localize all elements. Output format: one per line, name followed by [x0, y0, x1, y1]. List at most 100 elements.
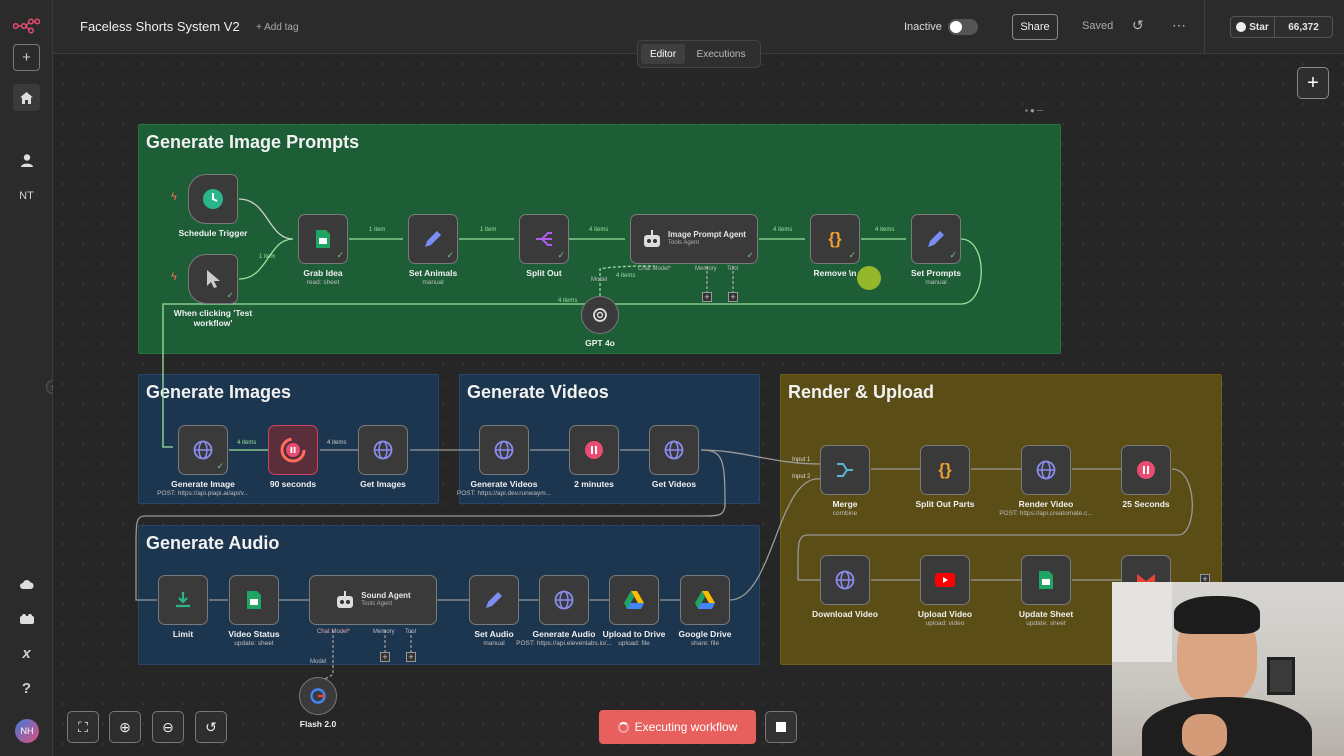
node-label: 2 minutes: [574, 479, 614, 489]
view-tabs: Editor Executions: [637, 40, 761, 68]
google-drive-icon: [624, 591, 644, 609]
executing-workflow-button[interactable]: Executing workflow: [599, 710, 756, 744]
group-title: Generate Audio: [146, 533, 280, 553]
split-icon: [536, 232, 552, 246]
project-nt[interactable]: NT: [19, 189, 34, 202]
stop-execution-button[interactable]: [765, 711, 797, 743]
node-25-seconds[interactable]: [1121, 445, 1171, 495]
node-download-video[interactable]: [820, 555, 870, 605]
node-split-out[interactable]: ✓: [519, 214, 569, 264]
github-star-button[interactable]: Star 66,372: [1230, 16, 1333, 38]
node-limit[interactable]: [158, 575, 208, 625]
zoom-in-icon[interactable]: ⊕: [109, 711, 141, 743]
node-subtitle: share: file: [690, 640, 720, 647]
node-google-drive[interactable]: [680, 575, 730, 625]
add-node-button[interactable]: +: [1297, 67, 1329, 99]
node-upload-video[interactable]: [920, 555, 970, 605]
node-get-images[interactable]: [358, 425, 408, 475]
edge-label: 1 item: [480, 227, 497, 233]
edge-label: 4 items: [327, 440, 347, 446]
n8n-logo-icon[interactable]: [13, 12, 40, 39]
node-subtitle: update: sheet: [1026, 620, 1066, 627]
reset-zoom-icon[interactable]: ↺: [195, 711, 227, 743]
port-label: Memory: [695, 266, 717, 272]
user-icon[interactable]: [13, 147, 40, 174]
wall-frame: [1267, 657, 1295, 695]
node-label: Remove \n: [813, 268, 857, 278]
node-label: Video Status: [228, 629, 280, 639]
templates-icon[interactable]: [13, 605, 40, 632]
node-set-audio[interactable]: [469, 575, 519, 625]
add-tool-button[interactable]: +: [728, 292, 738, 302]
variables-icon[interactable]: x: [22, 645, 31, 662]
avatar[interactable]: NH: [15, 719, 39, 743]
wait-icon: [280, 437, 306, 463]
globe-icon: [554, 590, 574, 610]
node-label: Get Images: [360, 479, 406, 489]
node-sound-agent[interactable]: Sound Agent Tools Agent: [309, 575, 437, 625]
node-manual-trigger[interactable]: ✓: [188, 254, 238, 304]
node-render-video[interactable]: [1021, 445, 1071, 495]
zoom-out-icon[interactable]: ⊖: [152, 711, 184, 743]
node-generate-videos[interactable]: [479, 425, 529, 475]
add-icon[interactable]: +: [13, 44, 40, 71]
edge-label: 1 item: [369, 227, 386, 233]
pencil-icon: [425, 231, 441, 247]
node-get-videos[interactable]: [649, 425, 699, 475]
add-tool-button[interactable]: +: [406, 652, 416, 662]
add-memory-button[interactable]: +: [702, 292, 712, 302]
node-generate-audio[interactable]: [539, 575, 589, 625]
globe-icon: [373, 440, 393, 460]
sticky-controls-icon[interactable]: ▪ ● ─: [1025, 106, 1043, 115]
tab-executions[interactable]: Executions: [696, 48, 746, 60]
node-update-sheet[interactable]: [1021, 555, 1071, 605]
add-memory-button[interactable]: +: [380, 652, 390, 662]
node-schedule-trigger[interactable]: [188, 174, 238, 224]
pencil-icon: [928, 231, 944, 247]
node-flash-2[interactable]: [299, 677, 337, 715]
node-label: 25 Seconds: [1122, 499, 1170, 509]
group-title: Render & Upload: [788, 382, 935, 402]
active-status-label: Inactive: [904, 21, 942, 33]
tab-editor[interactable]: Editor: [641, 44, 685, 64]
active-toggle[interactable]: [948, 19, 978, 35]
node-2-minutes[interactable]: [569, 425, 619, 475]
cloud-icon[interactable]: [13, 571, 40, 598]
port-label: Tool: [727, 266, 739, 272]
add-tag-link[interactable]: + Add tag: [256, 22, 299, 33]
workflow-title[interactable]: Faceless Shorts System V2: [80, 19, 240, 34]
node-upload-to-drive[interactable]: [609, 575, 659, 625]
history-icon[interactable]: ↺: [1132, 17, 1144, 33]
node-subtitle: manual: [422, 279, 444, 286]
node-gpt-4o[interactable]: [581, 296, 619, 334]
node-generate-image[interactable]: ✓: [178, 425, 228, 475]
fit-view-icon[interactable]: ⛶: [67, 711, 99, 743]
globe-icon: [1036, 460, 1056, 480]
workflow-canvas[interactable]: Editor Executions + ▪ ● ─ Generate Image…: [53, 40, 1344, 756]
success-check-icon: ✓: [446, 250, 454, 260]
node-set-prompts[interactable]: ✓: [911, 214, 961, 264]
more-menu-icon[interactable]: ⋯: [1172, 17, 1186, 33]
edge-label: 4 items: [616, 273, 636, 279]
node-set-animals[interactable]: ✓: [408, 214, 458, 264]
node-90-seconds[interactable]: [268, 425, 318, 475]
node-video-status[interactable]: [229, 575, 279, 625]
node-remove-newline[interactable]: {} ✓: [810, 214, 860, 264]
google-drive-icon: [695, 591, 715, 609]
edge-label: Model: [591, 277, 608, 283]
node-subtitle: upload: file: [618, 640, 650, 647]
node-split-out-parts[interactable]: {}: [920, 445, 970, 495]
node-grab-idea[interactable]: ✓: [298, 214, 348, 264]
node-label: Split Out Parts: [915, 499, 975, 509]
node-subtitle: Tools Agent: [668, 240, 700, 246]
node-merge[interactable]: [820, 445, 870, 495]
google-sheets-icon: [316, 230, 330, 248]
connections: [135, 198, 1193, 683]
help-icon[interactable]: ?: [21, 680, 32, 697]
google-gemini-icon: [310, 688, 326, 704]
success-check-icon: ✓: [336, 250, 344, 260]
node-label: Set Audio: [474, 629, 514, 639]
home-icon[interactable]: [13, 84, 40, 111]
share-button[interactable]: Share: [1012, 14, 1058, 40]
node-image-prompt-agent[interactable]: Image Prompt Agent Tools Agent ✓: [630, 214, 758, 264]
